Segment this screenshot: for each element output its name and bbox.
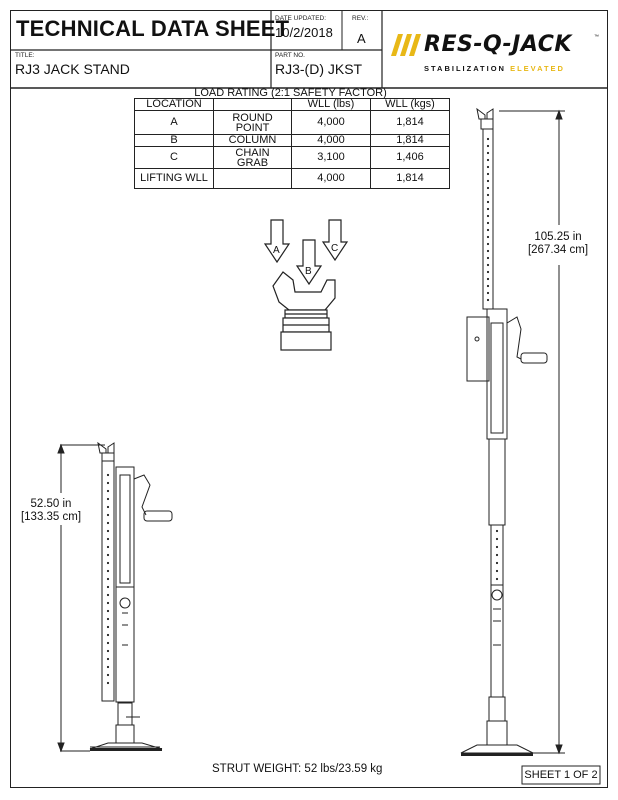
table-row: A ROUND POINT 4,000 1,814 xyxy=(134,110,450,135)
arrow-c-label: C xyxy=(331,243,339,254)
cell-kgs: 1,814 xyxy=(370,134,450,147)
cell-loc: A xyxy=(134,110,214,135)
logo-tm: ™ xyxy=(594,34,599,40)
date-label: DATE UPDATED: xyxy=(275,15,327,22)
table-header-row: LOCATION WLL (lbs) WLL (kgs) xyxy=(134,98,450,111)
logo-tagline-accent: ELEVATED xyxy=(510,64,565,73)
header-wll-lbs: WLL (lbs) xyxy=(291,98,371,111)
doc-title: TECHNICAL DATA SHEET xyxy=(16,16,290,41)
logo-tagline: STABILIZATION ELEVATED xyxy=(424,64,565,73)
cell-desc xyxy=(213,168,292,189)
logo-name: RES-Q-JACK xyxy=(424,32,572,57)
cell-lbs: 4,000 xyxy=(291,110,371,135)
arrow-b-icon xyxy=(295,239,323,286)
table-row: LIFTING WLL 4,000 1,814 xyxy=(134,168,450,189)
arrow-a-label: A xyxy=(273,245,280,256)
cell-loc: C xyxy=(134,146,214,169)
sheet-border xyxy=(10,10,608,788)
extended-height-label: 105.25 in [267.34 cm] xyxy=(520,231,596,257)
load-point-diagram xyxy=(263,219,349,351)
cell-lbs: 3,100 xyxy=(291,146,371,169)
part-value: RJ3-(D) JKST xyxy=(275,61,363,77)
cell-desc: ROUND POINT xyxy=(213,110,292,135)
logo-tagline-main: STABILIZATION xyxy=(424,64,506,73)
collapsed-height-in: 52.50 in xyxy=(30,498,72,510)
strut-weight: STRUT WEIGHT: 52 lbs/23.59 kg xyxy=(212,763,383,775)
title-value: RJ3 JACK STAND xyxy=(15,61,130,77)
extended-height-in: 105.25 in xyxy=(534,231,582,243)
load-table-caption: LOAD RATING (2:1 SAFETY FACTOR) xyxy=(194,87,387,99)
cell-kgs: 1,406 xyxy=(370,146,450,169)
cell-desc: COLUMN xyxy=(213,134,292,147)
cell-loc: B xyxy=(134,134,214,147)
cell-desc: CHAIN GRAB xyxy=(213,146,292,169)
header-wll-kgs: WLL (kgs) xyxy=(370,98,450,111)
arrow-a-icon xyxy=(263,219,291,264)
part-label: PART NO. xyxy=(275,52,305,59)
rev-value: A xyxy=(357,31,366,46)
header-location: LOCATION xyxy=(134,98,214,111)
extended-jack-drawing xyxy=(460,107,565,756)
cell-loc: LIFTING WLL xyxy=(134,168,214,189)
load-table: LOCATION WLL (lbs) WLL (kgs) A ROUND POI… xyxy=(134,98,450,189)
extended-height-cm: [267.34 cm] xyxy=(527,244,589,256)
collapsed-height-label: 52.50 in [133.35 cm] xyxy=(16,498,86,524)
header-desc xyxy=(213,98,292,111)
arrow-b-label: B xyxy=(305,266,312,277)
sheet-number: SHEET 1 OF 2 xyxy=(524,769,598,781)
table-row: B COLUMN 4,000 1,814 xyxy=(134,134,450,147)
cell-kgs: 1,814 xyxy=(370,168,450,189)
table-row: C CHAIN GRAB 3,100 1,406 xyxy=(134,146,450,169)
logo-stripes-icon xyxy=(391,34,421,56)
date-value: 10/2/2018 xyxy=(275,25,333,40)
cell-lbs: 4,000 xyxy=(291,134,371,147)
cell-lbs: 4,000 xyxy=(291,168,371,189)
cell-kgs: 1,814 xyxy=(370,110,450,135)
rev-label: REV.: xyxy=(352,15,369,22)
arrow-c-icon xyxy=(321,219,349,262)
collapsed-jack-drawing xyxy=(57,441,173,753)
collapsed-height-cm: [133.35 cm] xyxy=(20,511,82,523)
title-label: TITLE: xyxy=(15,52,35,59)
